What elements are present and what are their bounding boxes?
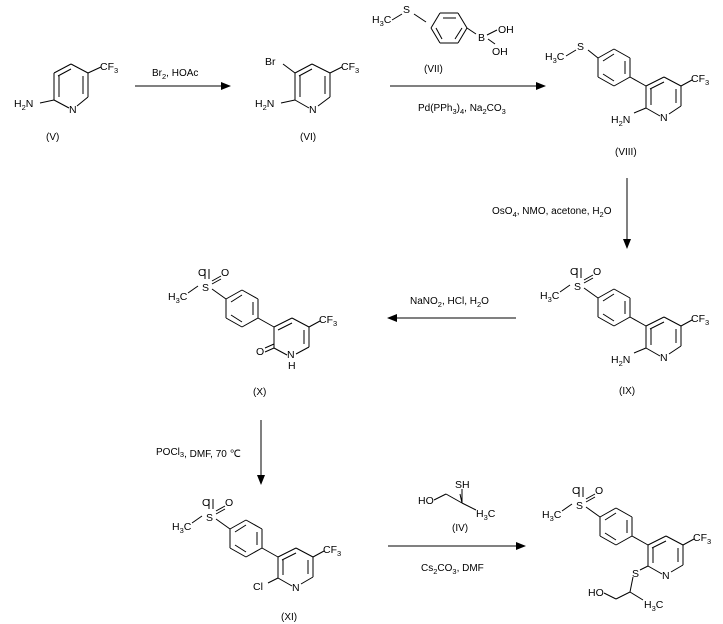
compound-vii: H3C S B OH OH (VII) <box>372 4 514 75</box>
oxygen-label: O <box>593 266 601 278</box>
oxygen-label: O <box>570 266 578 278</box>
nitrogen-label: N <box>660 352 668 364</box>
reaction-arrow-5: POCl3, DMF, 70 ℃ <box>156 420 265 485</box>
nitrogen-label: N <box>662 570 670 582</box>
reaction-arrow-6: Cs2CO3, DMF <box>388 542 526 576</box>
cf3-label: CF3 <box>341 61 359 75</box>
h3c-label: H3C <box>168 291 188 305</box>
cf3-label: CF3 <box>319 314 337 328</box>
hydroxyl-label: OH <box>498 24 514 36</box>
h2n-label: H2N <box>14 98 33 112</box>
oxygen-label: O <box>595 485 603 497</box>
condition-step4: NaNO2, HCl, H2O <box>410 296 489 309</box>
compound-label-iv: (IV) <box>452 523 468 534</box>
methyl-label: H3C <box>644 599 664 613</box>
thiol-label: SH <box>455 479 470 491</box>
final-product: O O H3C S N CF3 S HO H3C <box>542 485 711 613</box>
h3c-label: H3C <box>172 521 192 535</box>
compound-label-vii: (VII) <box>424 64 443 75</box>
cf3-label: CF3 <box>693 532 711 546</box>
oxygen-label: O <box>202 497 210 509</box>
condition-step1: Br2, HOAc <box>152 68 198 81</box>
h2n-label: H2N <box>611 114 630 128</box>
condition-step6: Cs2CO3, DMF <box>421 563 484 576</box>
pyridine-ring <box>647 535 684 575</box>
nitrogen-label: N <box>309 104 317 116</box>
nitrogen-label: N <box>69 104 77 116</box>
pyridinone-ring <box>273 317 310 356</box>
sulfur-label: S <box>576 500 583 512</box>
h3c-label: H3C <box>545 51 565 65</box>
pyridine-ring <box>645 76 682 117</box>
benzene-ring <box>599 507 633 546</box>
h3c-label: H3C <box>540 290 560 304</box>
pyridine-ring <box>39 63 102 109</box>
compound-label-ix: (IX) <box>619 386 635 397</box>
hydroxyl-label: HO <box>588 587 604 599</box>
cf3-label: CF3 <box>691 313 709 327</box>
sulfur-label: S <box>403 4 410 16</box>
benzene-ring <box>225 289 259 328</box>
chlorine-label: Cl <box>253 581 263 593</box>
hydroxyl-label: OH <box>492 46 508 58</box>
nh-hydrogen-label: H <box>288 360 296 372</box>
oxygen-label: O <box>198 267 206 279</box>
compound-xi: O O H3C S Cl N CF3 (XI) <box>172 497 341 623</box>
cf3-label: CF3 <box>691 73 709 87</box>
pyridine-ring <box>277 547 314 587</box>
sulfur-label: S <box>202 282 209 294</box>
compound-v: N CF3 H2N (V) <box>14 61 118 143</box>
pyridine-ring <box>645 316 682 357</box>
h3c-label: H3C <box>542 509 562 523</box>
condition-step2: Pd(PPh3)4, Na2CO3 <box>418 103 506 116</box>
hydroxyl-label: HO <box>418 495 434 507</box>
condition-step5: POCl3, DMF, 70 ℃ <box>156 447 241 460</box>
compound-label-v: (V) <box>46 132 59 143</box>
reaction-arrow-1: Br2, HOAc <box>135 68 231 90</box>
compound-label-vi: (VI) <box>300 132 316 143</box>
carbonyl-oxygen-label: O <box>256 346 264 358</box>
benzene-ring <box>597 288 631 327</box>
cf3-label: CF3 <box>323 544 341 558</box>
sulfur-label: S <box>574 281 581 293</box>
h2n-label: H2N <box>611 354 630 368</box>
compound-label-x: (X) <box>253 387 266 398</box>
h3c-label: H3C <box>372 14 392 28</box>
bromine-label: Br <box>265 56 276 68</box>
compound-vi: Br N CF3 H2N (VI) <box>255 56 359 143</box>
sulfur-label: S <box>577 41 584 53</box>
benzene-ring <box>597 48 631 87</box>
condition-step3: OsO4, NMO, acetone, H2O <box>492 206 612 219</box>
nitrogen-label: N <box>292 582 300 594</box>
compound-label-xi: (XI) <box>281 612 297 623</box>
cf3-label: CF3 <box>100 61 118 75</box>
compound-iv: HO SH H3C (IV) <box>418 479 496 534</box>
compound-viii: H3C S N CF3 H2N (VIII) <box>545 41 709 158</box>
h2n-label: H2N <box>255 98 274 112</box>
thioether-sulfur-label: S <box>632 568 639 580</box>
nh-label: N <box>287 349 295 361</box>
reaction-arrow-3: OsO4, NMO, acetone, H2O <box>492 178 631 249</box>
pyridine-ring <box>280 63 343 109</box>
sulfur-label: S <box>206 512 213 524</box>
compound-ix: O O H3C S N CF3 H2N (IX) <box>540 266 709 397</box>
compound-x: O O H3C S O N H CF3 (X) <box>168 267 337 398</box>
nitrogen-label: N <box>660 112 668 124</box>
oxygen-label: O <box>221 267 229 279</box>
oxygen-label: O <box>572 485 580 497</box>
benzene-ring <box>229 519 263 558</box>
reaction-arrow-2: Pd(PPh3)4, Na2CO3 <box>390 82 546 116</box>
reaction-arrow-4: NaNO2, HCl, H2O <box>387 296 516 322</box>
benzene-ring <box>430 12 468 44</box>
methyl-label: H3C <box>476 508 496 522</box>
compound-label-viii: (VIII) <box>615 147 637 158</box>
oxygen-label: O <box>225 497 233 509</box>
boron-label: B <box>478 32 485 44</box>
